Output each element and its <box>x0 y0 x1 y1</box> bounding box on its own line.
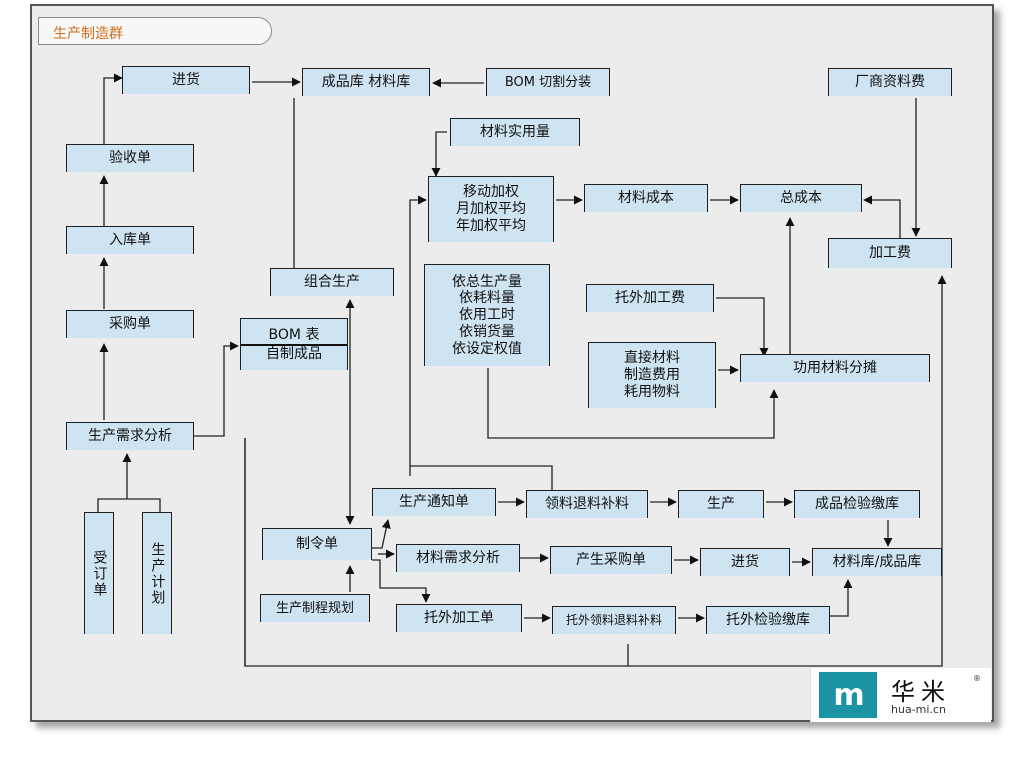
title-tab: 生产制造群 <box>38 17 272 45</box>
node-tongzhi: 生产通知单 <box>372 488 496 521</box>
edge-shiyong-avg <box>431 131 447 177</box>
edge-xuqiu-bom <box>194 341 239 437</box>
node-avg-cost: 移动加权 月加权平均 年加权平均 <box>428 176 554 247</box>
edge-zhiling-tongzhi <box>372 519 391 549</box>
node-yanshou: 验收单 <box>66 144 194 177</box>
node-cailiao-shiyong: 材料实用量 <box>450 118 580 151</box>
node-cailiao-chengben: 材料成本 <box>584 184 708 217</box>
node-tuowai-fei: 托外加工费 <box>586 284 714 317</box>
edge-lingliao-avg <box>410 465 553 491</box>
node-lingliao: 领料退料补料 <box>526 490 648 523</box>
logo-mark-icon: m <box>819 672 877 718</box>
node-shengchan: 生产 <box>678 490 764 523</box>
node-allocation: 依总生产量 依耗料量 依用工时 依销货量 依设定权值 <box>424 264 550 371</box>
node-zhicheng: 生产制程规划 <box>260 594 370 627</box>
logo-registered: ® <box>973 674 981 683</box>
node-xuqiu: 生产需求分析 <box>66 422 194 455</box>
logo-url: hua-mi.cn <box>891 703 946 716</box>
node-ruku: 入库单 <box>66 226 194 259</box>
edge-orders-xuqiu <box>97 454 161 512</box>
node-direct-costs: 直接材料 制造费用 耗用物料 <box>588 342 716 413</box>
edge-left-loop-up <box>409 195 427 476</box>
node-bom-cut: BOM 切割分装 <box>486 68 610 101</box>
node-jinhuo-top: 进货 <box>122 66 250 99</box>
node-gongyong: 功用材料分摊 <box>740 354 930 387</box>
edge-yanshou-jinhuo <box>103 73 123 144</box>
edge-tuowaifei-gongyong <box>716 297 769 357</box>
brand-logo: m 华米 ® hua-mi.cn <box>810 668 991 722</box>
node-caigou: 采购单 <box>66 310 194 343</box>
diagram-frame: 生产制造群 <box>30 4 994 722</box>
node-zong-chengben: 总成本 <box>740 184 862 217</box>
edge-jiagong-zong <box>863 195 901 240</box>
node-jianyan: 成品检验缴库 <box>794 490 920 523</box>
edge-zhiling-tuowai <box>372 559 431 603</box>
edge-bottom-jiagong <box>244 276 942 667</box>
node-cailiao-xuqiu: 材料需求分析 <box>396 544 520 577</box>
node-chansheng-caigou: 产生采购单 <box>550 546 672 579</box>
node-chengpinku: 成品库 材料库 <box>302 68 430 101</box>
node-zhiling: 制令单 <box>262 528 372 565</box>
logo-name: 华米 <box>891 678 951 706</box>
node-shoudingdan: 受订单 <box>84 512 114 639</box>
node-zuhe: 组合生产 <box>270 268 394 301</box>
node-kucun: 材料库/成品库 <box>812 548 942 581</box>
node-tuowai-jianyan: 托外检验缴库 <box>706 606 830 639</box>
diagram-title: 生产制造群 <box>53 26 123 42</box>
node-bom-table: BOM 表 自制成品 <box>240 318 348 375</box>
node-jiagong-fei: 加工费 <box>828 238 952 273</box>
node-tuowai-dan: 托外加工单 <box>396 604 522 637</box>
node-tuowai-lingliao: 托外领料退料补料 <box>552 606 676 639</box>
connector-layer <box>97 73 994 667</box>
edge-tuowaijianyan-kucun <box>830 579 853 617</box>
node-jinhuo-bottom: 进货 <box>700 548 790 581</box>
edge-avg-bottom-to-gongyong <box>487 368 779 439</box>
node-jihua: 生产计划 <box>142 512 172 639</box>
node-changshang: 厂商资料费 <box>828 68 952 101</box>
